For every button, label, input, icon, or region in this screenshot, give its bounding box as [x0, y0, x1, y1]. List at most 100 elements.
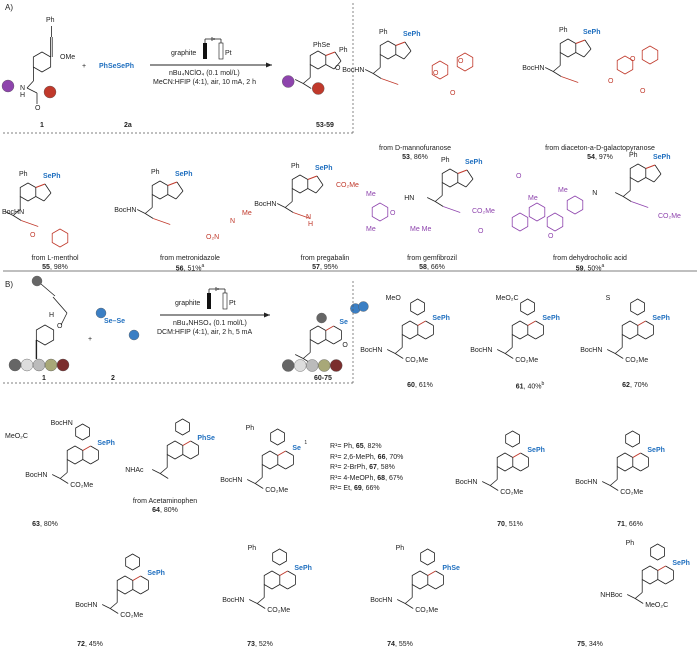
aryl-ring	[650, 543, 665, 561]
protecting-group-sphere	[1, 79, 15, 93]
bond	[394, 347, 403, 354]
partner-atom-label: O	[390, 210, 396, 217]
r1-variant-item: R¹= 2-BrPh, 67, 58%	[330, 464, 395, 471]
yield-value: 55%	[398, 641, 413, 648]
selenium-substituent-label: SePh	[647, 446, 665, 454]
peptide-residue-sphere	[318, 359, 331, 372]
aryl-ring	[505, 430, 520, 448]
anode-label: graphite	[171, 50, 197, 57]
compound-yield-line: 71, 66%	[617, 520, 643, 529]
benzene-ring	[263, 570, 281, 590]
bond	[425, 334, 434, 340]
selenium-substituent-label: SePh	[542, 314, 560, 322]
bond	[645, 320, 654, 326]
bond	[102, 604, 111, 609]
new-c-c-bond	[182, 440, 191, 446]
compound-number: 70	[497, 521, 505, 528]
compound-number: 69	[353, 485, 362, 492]
amine-label: BocHN	[25, 471, 48, 479]
aryl-substituent-label: MeO₂C	[495, 295, 519, 302]
bond	[482, 481, 491, 486]
bond	[535, 320, 544, 326]
source-label: from pregabalin	[300, 255, 350, 262]
partner-ring	[511, 212, 529, 232]
benzene-ring	[151, 180, 169, 200]
compound-yield-line: 54, 97%	[545, 153, 655, 162]
compound-number: 74	[387, 641, 395, 648]
bond	[285, 464, 294, 470]
bond	[26, 87, 38, 94]
compound-yield-line: 61, 40%b	[516, 381, 544, 392]
aryl-ring	[520, 298, 535, 316]
benzene-ring	[35, 324, 55, 346]
amine-label: BocHN	[2, 208, 25, 216]
partner-ring	[456, 52, 474, 72]
yield-value: 34%	[588, 641, 603, 648]
section-label-a: A)	[5, 3, 13, 12]
bond	[12, 215, 22, 221]
r1-variant-item: R¹= 2,6-MePh, 66, 70%	[330, 454, 403, 461]
bond	[427, 584, 436, 590]
compound-2-label: 2	[111, 375, 115, 382]
benzene-ring	[621, 320, 639, 340]
products-60-75-label: 60-75	[314, 375, 332, 382]
aryl-label: Ph	[151, 169, 160, 176]
sephe-label: SePh	[465, 159, 483, 166]
bond	[435, 584, 444, 590]
compound-caption: 71, 66%	[617, 520, 643, 529]
bond	[167, 194, 177, 200]
compound-yield-line: 63, 80%	[32, 520, 58, 529]
yield-value: 52%	[258, 641, 273, 648]
peptide-residue-sphere	[20, 358, 34, 372]
partner-atom-label: O	[608, 78, 614, 85]
section-label-b: B)	[5, 280, 13, 289]
bond	[295, 354, 304, 359]
solvent-label: MeCN:HFIP (4:1), air, 10 mA, 2 h	[153, 79, 256, 86]
aryl-ring	[125, 553, 140, 571]
bond	[665, 565, 674, 571]
bond	[334, 51, 342, 62]
graphite-electrode-icon	[207, 293, 211, 309]
separator: ,	[426, 264, 431, 272]
bond	[497, 349, 506, 354]
bond	[372, 73, 382, 79]
ester-label: CO₂Me	[620, 488, 644, 496]
partner-atom-label: Me	[366, 191, 376, 198]
yield-value: 80%	[43, 521, 58, 528]
bond	[302, 77, 311, 84]
partner-atom-label: O₂N	[206, 234, 220, 241]
peptide-residue-sphere	[282, 359, 295, 372]
new-c-c-bond	[575, 39, 586, 44]
compound-yield-line: 70, 51%	[497, 520, 523, 529]
bond	[403, 50, 412, 60]
r1-variant-item: R¹= Et, 69, 66%	[330, 485, 380, 492]
benzene-ring	[411, 570, 429, 590]
separator: ,	[254, 641, 259, 648]
aryl-ring	[175, 418, 190, 436]
bond	[109, 608, 119, 614]
source-label: from gemfibrozil	[407, 255, 457, 262]
benzene-ring	[166, 440, 184, 460]
hydrogen-label: H	[20, 92, 26, 99]
yield-value: 95%	[323, 264, 338, 272]
bond	[404, 41, 412, 52]
new-c-c-bond	[279, 570, 288, 576]
compound-number: 54	[587, 154, 595, 162]
amine-label: BocHN	[455, 478, 478, 486]
bond	[602, 481, 611, 486]
source-label: from dehydrocholic acid	[553, 255, 627, 262]
compound-number: 65	[355, 443, 364, 450]
compound-yield-line: 58, 66%	[407, 263, 457, 272]
partner-atom-label: Me	[528, 195, 538, 202]
bond	[5, 211, 14, 216]
new-c-c-bond	[417, 320, 426, 326]
yield-value: , 70%	[385, 453, 404, 461]
new-c-c-bond	[427, 570, 436, 576]
separator: ,	[414, 382, 419, 389]
new-c-c-bond	[167, 181, 178, 186]
r1-group: R¹= 2,6-MePh,	[330, 453, 378, 461]
